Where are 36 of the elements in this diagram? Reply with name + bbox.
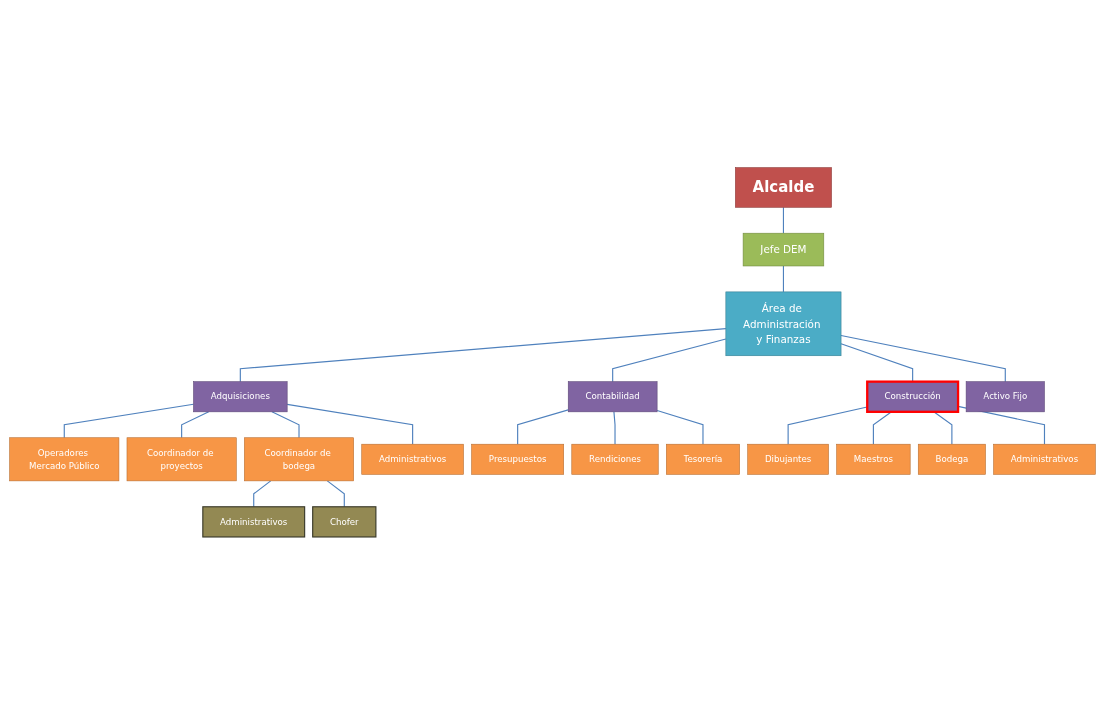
connector	[656, 409, 704, 445]
connector	[787, 406, 868, 445]
connector	[612, 338, 727, 382]
connector	[326, 480, 345, 508]
connector	[286, 403, 414, 445]
connector	[253, 480, 272, 508]
node-box: Coordinador de bodega	[244, 437, 354, 481]
node-box: Administrativos	[993, 443, 1096, 475]
node-box: Contabilidad	[567, 381, 658, 412]
node-box: Administrativos	[202, 505, 306, 538]
node-box: Alcalde	[735, 167, 832, 208]
node-box: Activo Fijo	[965, 381, 1045, 412]
connector	[782, 206, 785, 234]
node-box: Rendiciones	[571, 443, 659, 475]
node-box: Construcción	[866, 380, 960, 413]
node-box: Jefe DEM	[742, 232, 825, 266]
node-box: Bodega	[917, 443, 986, 475]
node-box: Tesorería	[666, 443, 740, 475]
connector	[782, 265, 785, 293]
node-box: Adquisiciones	[193, 381, 288, 412]
node-box: Administrativos	[361, 443, 464, 475]
connector	[181, 410, 210, 438]
node-box: Presupuestos	[471, 443, 564, 475]
node-box: Área de Administración y Finanzas	[725, 291, 842, 356]
node-box: Chofer	[312, 505, 377, 538]
node-box: Maestros	[836, 443, 911, 475]
connector	[840, 334, 1006, 382]
connector	[840, 342, 914, 382]
connector	[239, 327, 727, 382]
connector	[63, 403, 195, 438]
node-box: Coordinador de proyectos	[126, 437, 237, 481]
connector	[517, 409, 569, 445]
node-box: Operadores Mercado Público	[9, 437, 120, 481]
connector	[271, 410, 300, 438]
connector	[613, 410, 616, 445]
node-box: Dibujantes	[747, 443, 829, 475]
